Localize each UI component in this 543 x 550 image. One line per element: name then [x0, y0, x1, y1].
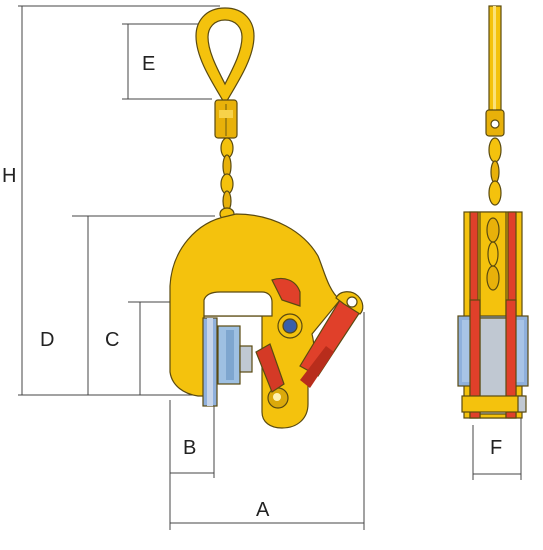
label-a: A: [256, 499, 270, 521]
dimension-labels: H E D C B A F: [2, 53, 502, 521]
label-b: B: [183, 437, 196, 459]
dimension-lines: [18, 5, 522, 530]
label-d: D: [40, 329, 54, 351]
side-view: [457, 5, 529, 419]
cam-lever: [255, 277, 364, 393]
label-h: H: [2, 165, 16, 187]
clamp-body: [169, 213, 341, 429]
grip-pads: [202, 317, 253, 407]
label-e: E: [142, 53, 155, 75]
chain-links: [219, 137, 235, 221]
label-f: F: [490, 437, 502, 459]
label-c: C: [105, 329, 119, 351]
lifting-eye-shackle: [195, 7, 255, 139]
